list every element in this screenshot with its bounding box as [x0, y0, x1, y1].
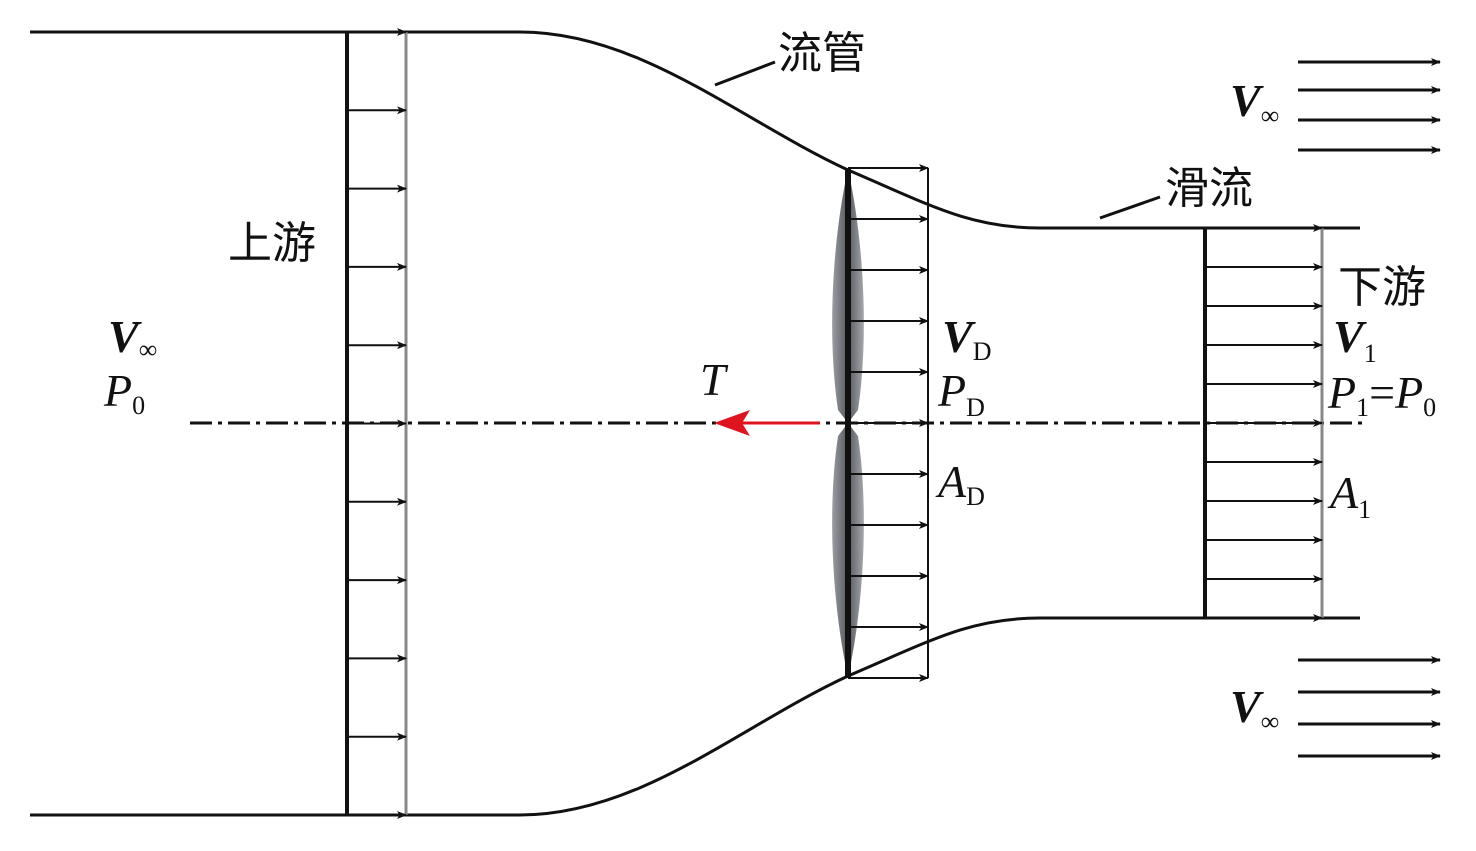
- upstream-velocity-label: V∞: [108, 311, 157, 364]
- streamtube-label: 流管: [778, 29, 866, 78]
- freestream-velocity-label-top: V∞: [1230, 75, 1279, 130]
- upstream-label: 上游: [228, 219, 316, 268]
- upstream-pressure-label: P0: [103, 365, 145, 420]
- disk-pressure-label: PD: [937, 365, 985, 422]
- streamtube-upper: [30, 30, 1360, 230]
- downstream-velocity-label: V1: [1333, 311, 1377, 368]
- freestream-arrows: [1298, 58, 1441, 760]
- upstream-velocity-arrows: [347, 28, 407, 819]
- downstream-area-label: A1: [1327, 467, 1371, 524]
- streamtube-leader: [714, 60, 776, 87]
- downstream-pressure-label: P1=P0: [1327, 367, 1436, 422]
- freestream-velocity-label-bottom: V∞: [1230, 681, 1279, 736]
- streamtube-lower: [30, 616, 1360, 817]
- disk-velocity-arrows: [848, 164, 929, 682]
- slipstream-leader: [1099, 195, 1161, 220]
- slipstream-label: 滑流: [1165, 164, 1253, 213]
- downstream-velocity-arrows: [1205, 224, 1323, 622]
- disk-velocity-label: VD: [942, 311, 991, 366]
- thrust-label: T: [700, 354, 729, 405]
- disk-area-label: AD: [935, 456, 985, 511]
- downstream-label: 下游: [1338, 263, 1426, 312]
- thrust-arrowhead: [714, 410, 750, 436]
